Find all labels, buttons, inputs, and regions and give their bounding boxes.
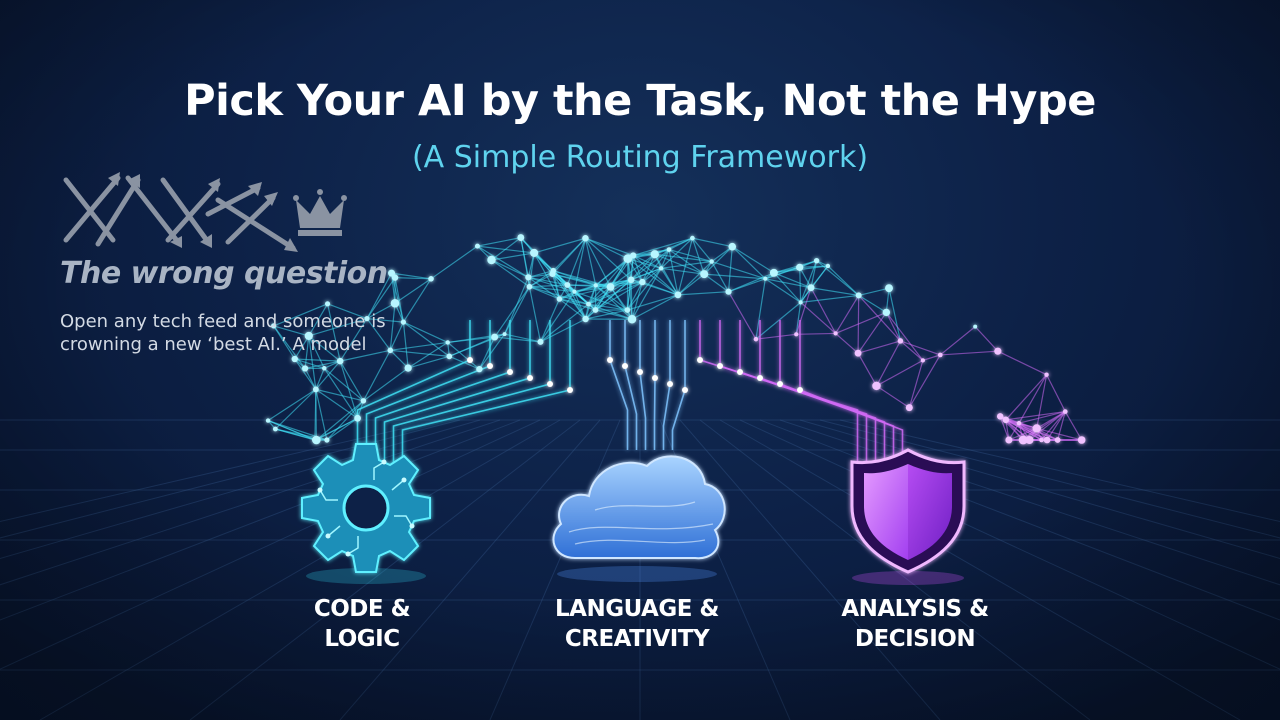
wrong-question-body: Open any tech feed and someone is crowni… [60,311,386,355]
gear-circuit-icon [301,443,431,584]
category-label-line2: CREATIVITY [564,626,710,652]
category-language-creativity: LANGUAGE & CREATIVITY [527,594,747,654]
category-analysis-decision: ANALYSIS & DECISION [805,594,1025,654]
category-label-line2: DECISION [854,626,976,652]
category-code-logic: CODE & LOGIC [262,594,462,654]
category-label-line1: ANALYSIS & [841,596,989,622]
shield-icon [850,448,966,585]
wrong-question-heading: The wrong question [60,256,388,291]
category-label-line2: LOGIC [324,626,400,652]
page-title: Pick Your AI by the Task, Not the Hype [184,76,1096,126]
category-label-line1: CODE & [313,596,411,622]
category-label-line1: LANGUAGE & [554,596,720,622]
crossed-arrows-crown-icon [63,172,347,252]
page-subtitle: (A Simple Routing Framework) [411,140,869,175]
cloud-icon [552,455,726,582]
